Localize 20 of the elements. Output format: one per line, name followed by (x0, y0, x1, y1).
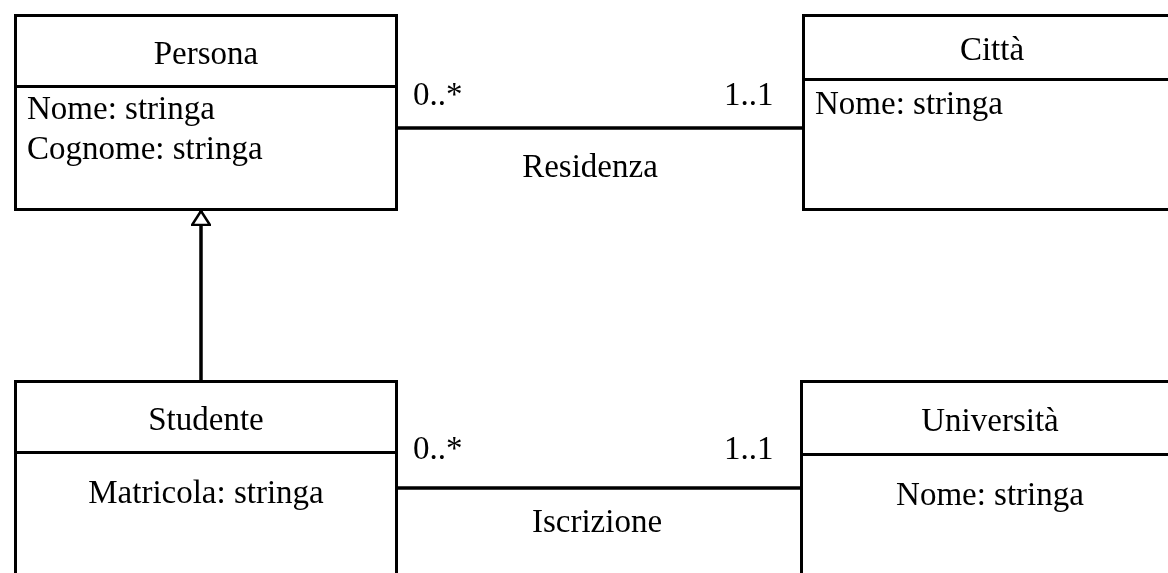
class-box (802, 14, 1168, 211)
class-name: Città (959, 31, 1025, 67)
multiplicity-label: 1..1 (724, 432, 774, 465)
class-attribute: Nome: stringa (896, 476, 1084, 512)
class-attribute: Matricola: stringa (88, 474, 324, 510)
association-line (398, 126, 802, 130)
multiplicity-label: 1..1 (724, 78, 774, 111)
multiplicity-label: 0..* (413, 78, 463, 111)
class-name: Persona (153, 35, 259, 71)
class-box (14, 14, 398, 211)
class-attribute: Nome: stringa (27, 90, 215, 126)
association-line (398, 486, 800, 490)
generalization-arrow (190, 209, 212, 380)
class-name: Università (921, 402, 1059, 438)
class-attribute: Nome: stringa (815, 85, 1003, 121)
class-name: Studente (148, 401, 264, 437)
class-attribute: Cognome: stringa (27, 130, 263, 166)
class-box (14, 380, 398, 573)
class-box (800, 380, 1168, 573)
multiplicity-label: 0..* (413, 432, 463, 465)
